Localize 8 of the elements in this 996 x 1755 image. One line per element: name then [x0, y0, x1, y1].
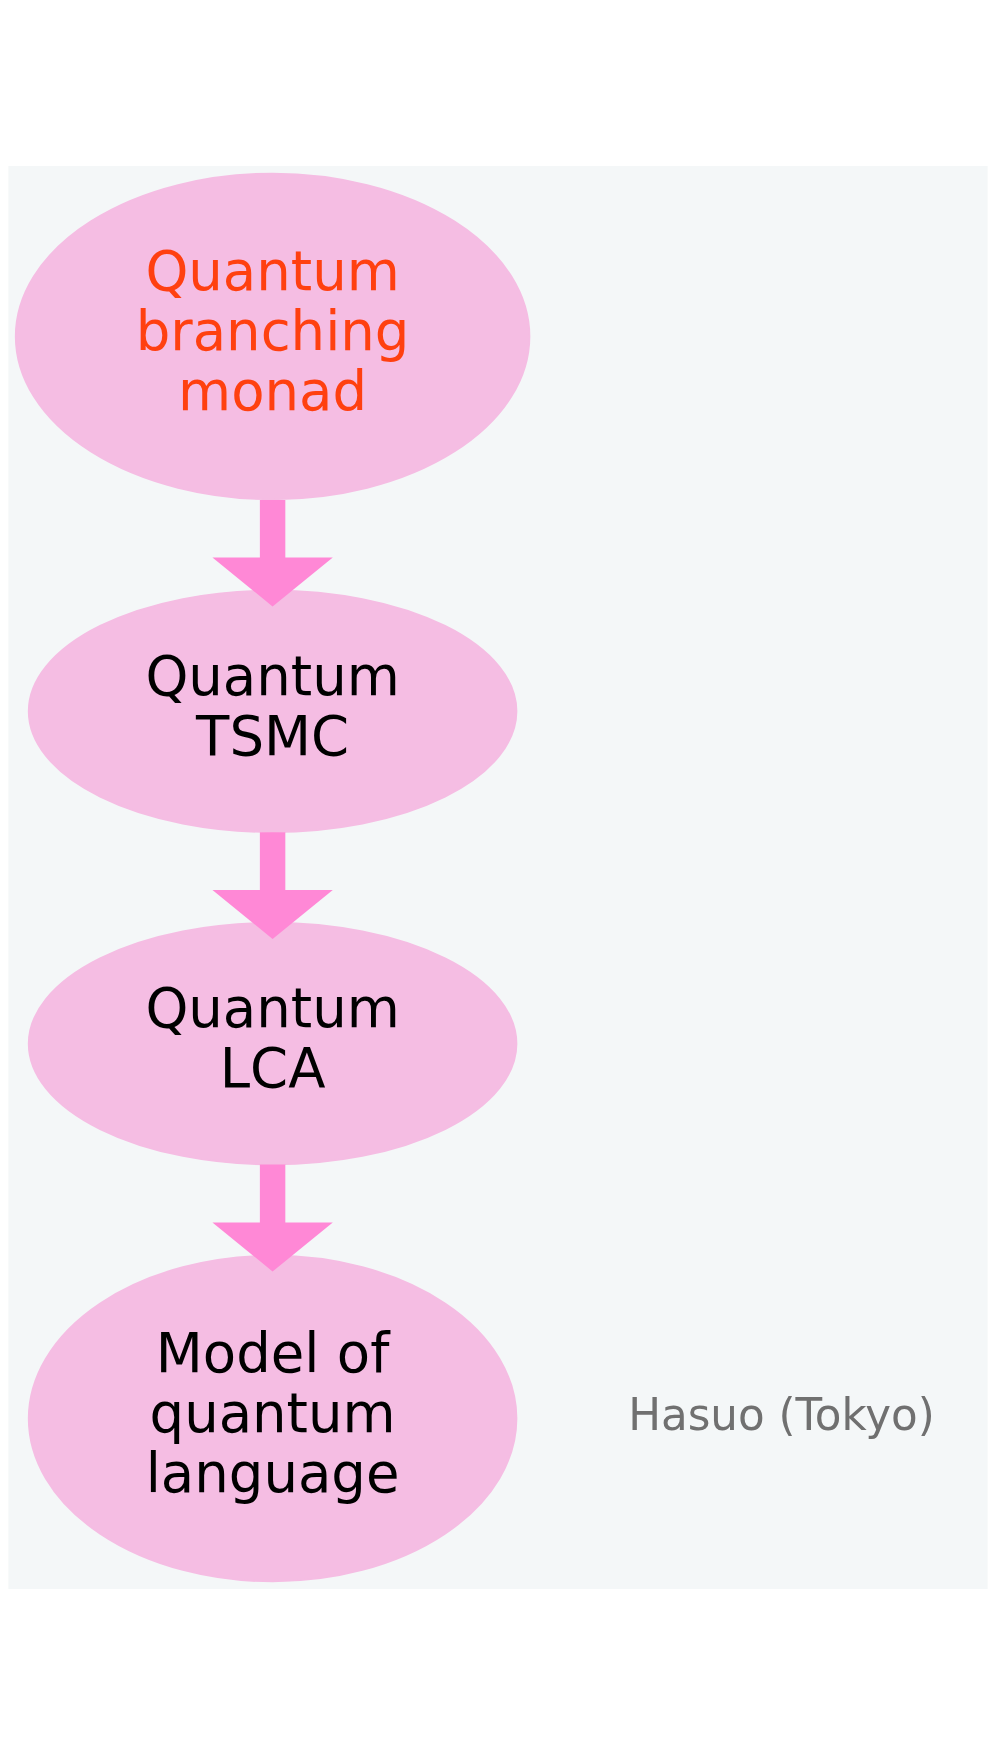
- label: Hasuo (Tokyo): [628, 1389, 935, 1440]
- arrow: [212, 832, 333, 939]
- arrow: [212, 500, 333, 607]
- node-ellipse: Quantum branching monad: [14, 172, 531, 501]
- node-ellipse: Quantum LCA: [27, 922, 518, 1166]
- node-ellipse: Quantum TSMC: [27, 589, 518, 833]
- node-ellipse: Model of quantum language: [27, 1254, 518, 1583]
- arrow: [212, 1164, 333, 1272]
